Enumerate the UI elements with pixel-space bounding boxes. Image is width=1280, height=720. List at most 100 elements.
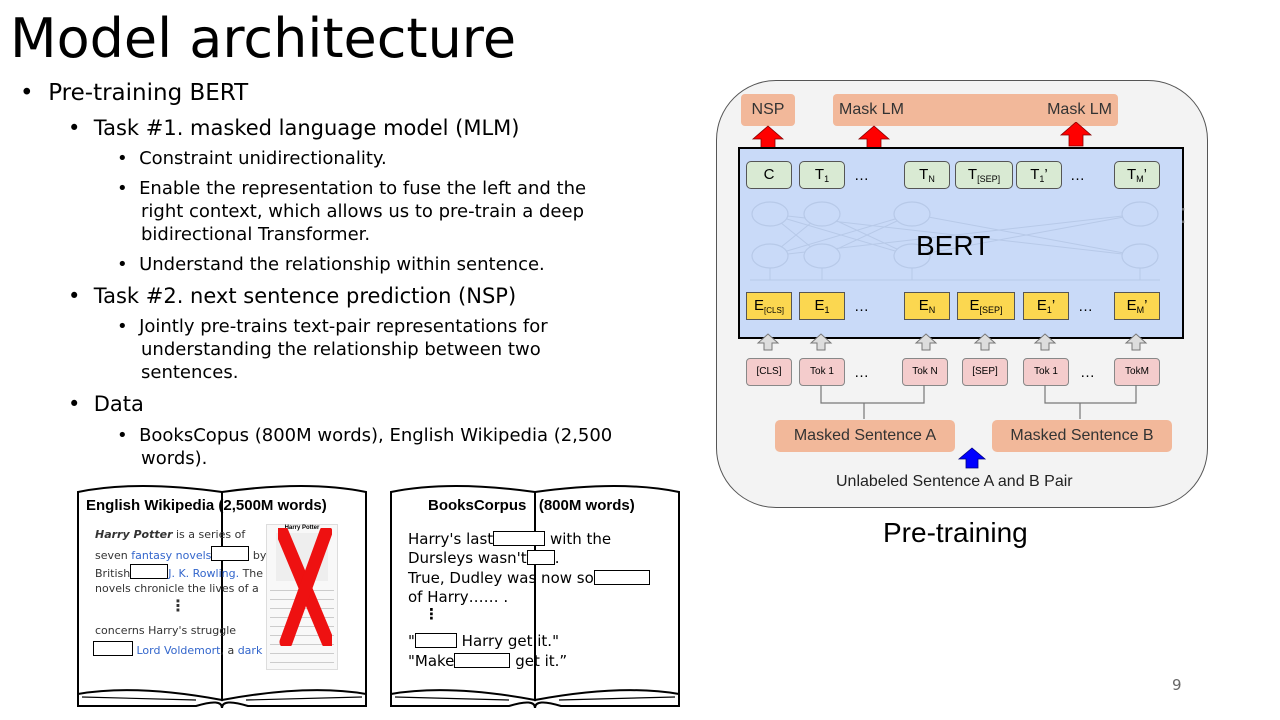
embedding-1-prime: E1’ xyxy=(1023,292,1069,320)
wiki-text: Harry Potter xyxy=(95,528,173,541)
wiki-text: by xyxy=(249,549,267,562)
output-token-c: C xyxy=(746,161,792,189)
token-sub: 1 xyxy=(824,305,830,315)
pair-label: Unlabeled Sentence A and B Pair xyxy=(836,473,1073,490)
embedding-1: E1 xyxy=(799,292,845,320)
wiki-line-2: seven fantasy novels by xyxy=(95,546,266,562)
task1-item-2-text: Enable the representation to fuse the le… xyxy=(139,178,587,199)
token-text: T xyxy=(1030,166,1040,183)
bullet-task2-item-1-cont: understanding the relationship between t… xyxy=(141,339,541,360)
bullet-pretraining: • Pre-training BERT xyxy=(20,80,249,106)
embedding-arrows xyxy=(756,333,1148,351)
cross-icon xyxy=(278,528,332,646)
grey-up-arrow-icon xyxy=(756,333,780,351)
books-text: True, Dudley was now so xyxy=(408,569,594,587)
task1-item-1-text: Constraint unidirectionality. xyxy=(139,148,387,169)
token-text: E xyxy=(753,297,764,314)
books-text: Harry's last xyxy=(408,530,494,548)
task1-item-3-text: Understand the relationship within sente… xyxy=(139,254,545,275)
infobox-title: Harry Potter xyxy=(284,525,320,531)
bullet-task1-item-1: • Constraint unidirectionality. xyxy=(117,148,387,169)
token-sub: N xyxy=(928,305,936,315)
token-ellipsis: … xyxy=(854,364,869,381)
token-ellipsis: … xyxy=(1078,298,1093,315)
bullet-task1-item-2: • Enable the representation to fuse the … xyxy=(117,178,587,199)
mask-blank xyxy=(93,641,133,656)
token-sub: [SEP] xyxy=(977,174,1001,184)
books-text: get it.” xyxy=(510,652,568,670)
wiki-text: The xyxy=(239,567,264,580)
mask-lm-box: Mask LM Mask LM xyxy=(833,94,1118,126)
embedding-n: EN xyxy=(904,292,950,320)
red-up-arrow-icon xyxy=(1059,122,1093,147)
token-text: T xyxy=(1126,166,1137,183)
open-book-icon xyxy=(390,485,680,709)
token-sub: N xyxy=(928,174,935,184)
books-line-1: Harry's last with the xyxy=(408,530,611,548)
books-text: Dursleys wasn't xyxy=(408,549,527,567)
token-text: E xyxy=(918,297,929,314)
token-sub: [CLS] xyxy=(764,306,785,315)
output-token-t1-prime: T1’ xyxy=(1016,161,1062,189)
books-text: "Make xyxy=(408,652,455,670)
token-text: E xyxy=(814,297,825,314)
wiki-line-6: Lord Voldemort, a dark xyxy=(93,641,262,657)
task2-item-1-text: Jointly pre-trains text-pair representat… xyxy=(139,316,548,337)
masked-sentence-b: Masked Sentence B xyxy=(992,420,1172,452)
bullet-data: • Data xyxy=(68,392,144,416)
token-ellipsis: … xyxy=(1080,364,1095,381)
mask-blank xyxy=(130,564,169,579)
books-line-6: "Make get it.” xyxy=(408,652,567,670)
output-token-tm-prime: TM’ xyxy=(1114,161,1160,189)
page-number: 9 xyxy=(1172,676,1182,694)
token-text: E xyxy=(969,297,980,314)
wiki-text: , a xyxy=(220,644,238,657)
wiki-link: dark xyxy=(237,644,263,657)
books-text: . xyxy=(554,549,560,567)
token-sub: M xyxy=(1136,174,1144,184)
slide-title: Model architecture xyxy=(10,7,517,70)
books-text: with the xyxy=(545,530,612,548)
data-item-1-text: BooksCopus (800M words), English Wikiped… xyxy=(139,425,613,446)
token-sub: 1 xyxy=(1046,305,1052,315)
mask-lm-label: Mask LM xyxy=(1047,101,1112,118)
books-line-4: of Harry…… . xyxy=(408,588,509,606)
sentence-connectors xyxy=(820,385,1137,419)
wiki-line-4: novels chronicle the lives of a xyxy=(95,582,259,595)
mask-blank xyxy=(493,531,546,546)
token-text: T xyxy=(967,166,978,183)
books-line-3: True, Dudley was now so xyxy=(408,569,650,587)
books-line-5: " Harry get it." xyxy=(408,632,559,650)
grey-up-arrow-icon xyxy=(1033,333,1057,351)
token-sub: 1 xyxy=(824,174,830,184)
bullet-task2-item-1: • Jointly pre-trains text-pair represent… xyxy=(117,316,548,337)
wiki-link: J. K. Rowling. xyxy=(168,567,240,580)
wiki-text: seven xyxy=(95,549,132,562)
embedding-cls: E[CLS] xyxy=(746,292,792,320)
input-token-tokn: Tok N xyxy=(902,358,948,386)
grey-up-arrow-icon xyxy=(809,333,833,351)
bullet-task1-item-2-cont2: bidirectional Transformer. xyxy=(141,224,371,245)
bullet-task1-text: Task #1. masked language model (MLM) xyxy=(93,116,520,140)
output-token-tn: TN xyxy=(904,161,950,189)
bullet-task2-text: Task #2. next sentence prediction (NSP) xyxy=(93,284,517,308)
bullet-data-item-1-cont: words). xyxy=(141,448,208,469)
bert-label: BERT xyxy=(916,230,991,261)
token-sub: [SEP] xyxy=(979,305,1003,315)
input-token-tok1-b: Tok 1 xyxy=(1023,358,1069,386)
token-sub: M xyxy=(1136,305,1145,315)
grey-up-arrow-icon xyxy=(914,333,938,351)
wiki-line-1: Harry Potter is a series of xyxy=(95,528,245,541)
bullet-pretraining-text: Pre-training BERT xyxy=(48,80,249,106)
token-text: E xyxy=(1126,297,1137,314)
dots-icon: ⁚ xyxy=(1180,204,1189,228)
mask-blank xyxy=(211,546,250,561)
token-ellipsis: … xyxy=(854,167,869,184)
mask-blank xyxy=(454,653,511,668)
embedding-m-prime: EM’ xyxy=(1114,292,1160,320)
books-book-title: BooksCorpus (800M words) xyxy=(428,497,635,514)
mask-blank xyxy=(593,570,650,585)
input-token-tokm: TokM xyxy=(1114,358,1160,386)
token-text: T xyxy=(814,166,825,183)
